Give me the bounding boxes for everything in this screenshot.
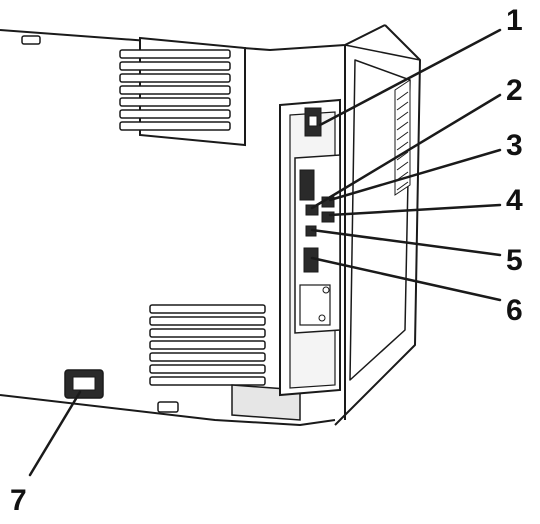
rear-clip	[21, 35, 41, 45]
usb-port	[305, 204, 319, 216]
callout-number-1: 1	[506, 4, 523, 37]
leader-line-5	[310, 228, 502, 257]
leader-line-4	[328, 203, 502, 217]
callout-number-2: 2	[506, 74, 523, 107]
ethernet-port	[321, 211, 335, 223]
rear-grille-top	[119, 36, 246, 147]
leader-line-7	[28, 390, 82, 477]
printer-body	[0, 24, 421, 426]
callout-number-4: 4	[506, 184, 523, 217]
callout-number-3: 3	[506, 129, 523, 162]
leader-lines	[28, 28, 502, 477]
port-panel	[279, 98, 341, 397]
bottom-clip	[157, 401, 179, 413]
callout-number-7: 7	[10, 484, 27, 517]
leader-line-1	[318, 28, 502, 127]
side-vent	[394, 79, 411, 196]
callout-number-5: 5	[506, 244, 523, 277]
leader-line-3	[328, 148, 502, 202]
power-cord-socket	[64, 369, 104, 399]
leader-line-6	[310, 256, 502, 302]
callout-number-6: 6	[506, 294, 523, 327]
rear-grille-bottom	[149, 304, 266, 386]
leader-line-2	[310, 93, 502, 210]
